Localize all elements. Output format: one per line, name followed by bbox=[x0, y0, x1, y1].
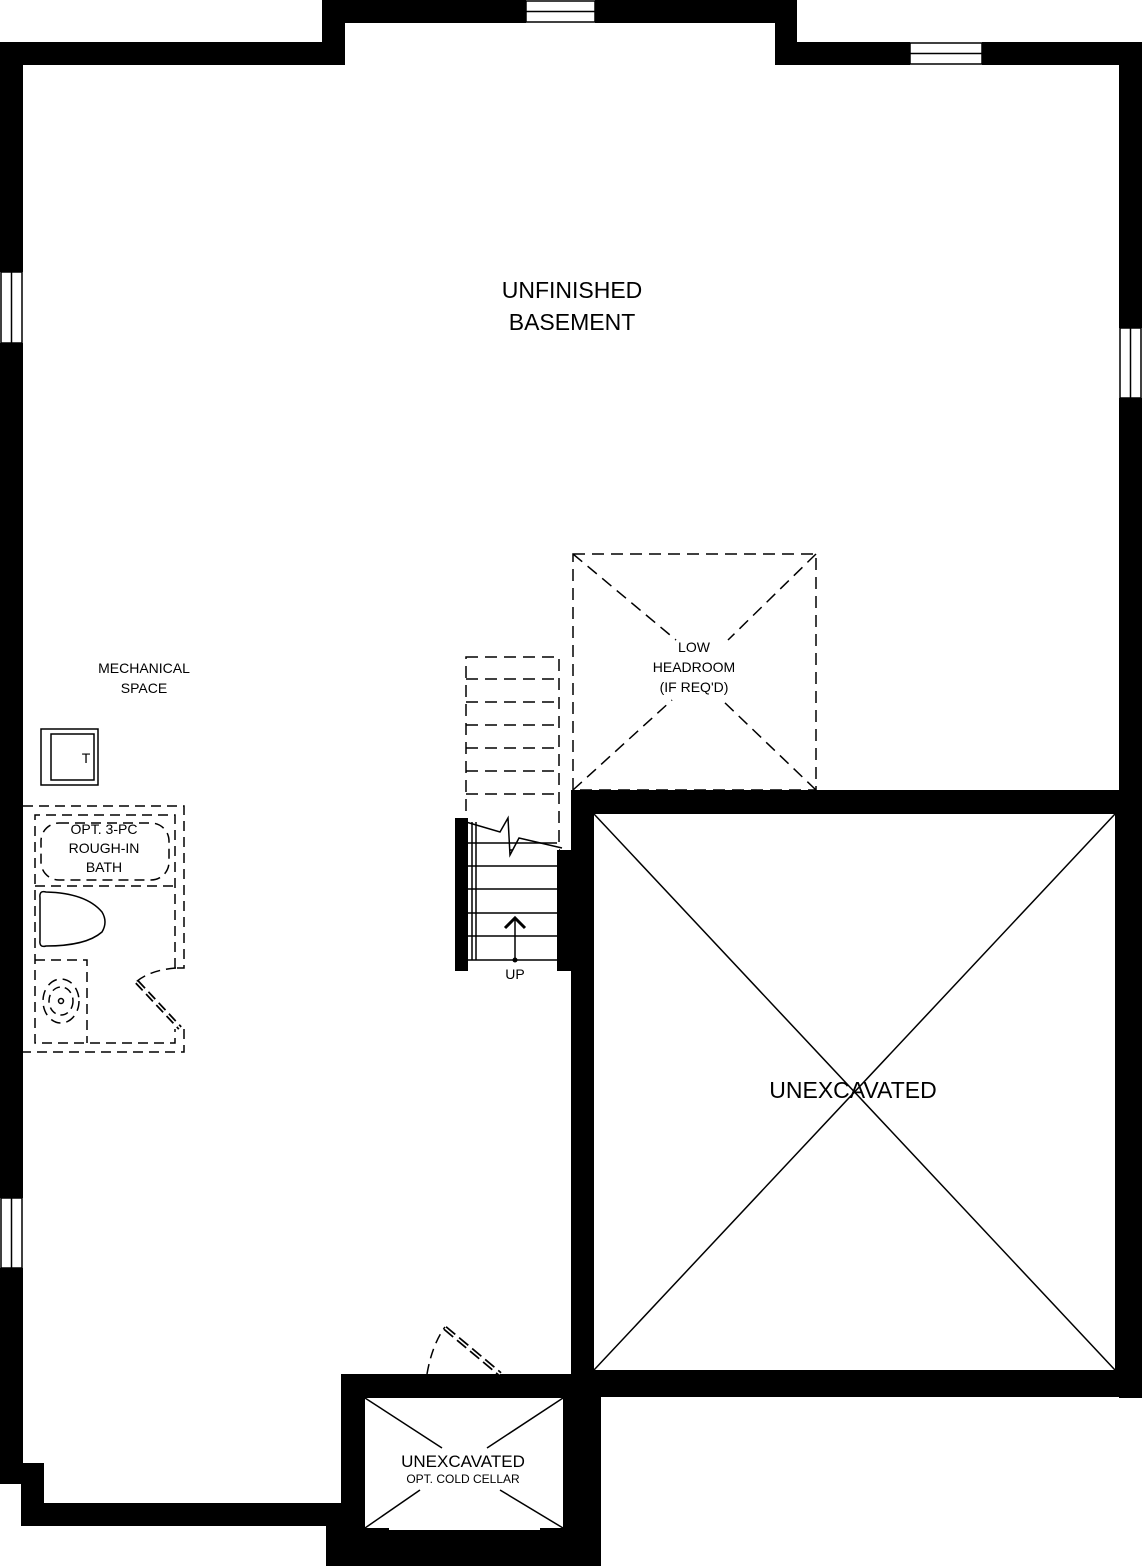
cellar-line-1: UNEXCAVATED bbox=[401, 1452, 525, 1471]
stair-up-arrow-icon bbox=[503, 915, 527, 963]
optional-bath bbox=[23, 805, 185, 1053]
bath-line-3: BATH bbox=[85, 859, 123, 875]
window-top-right bbox=[909, 42, 983, 65]
unexcavated-area bbox=[571, 790, 1142, 1397]
bath-line-1: OPT. 3-PC bbox=[70, 821, 138, 837]
bath-line-2: ROUGH-IN bbox=[68, 840, 140, 856]
windows bbox=[0, 0, 1142, 1269]
title-line-2: BASEMENT bbox=[508, 309, 636, 335]
mechanical-line-1: MECHANICAL bbox=[98, 660, 190, 676]
stair-up-label: UP bbox=[505, 966, 525, 982]
low-headroom-line-3: (IF REQ'D) bbox=[659, 679, 729, 695]
low-headroom-area bbox=[572, 553, 817, 791]
window-left-lower bbox=[0, 1197, 23, 1269]
water-tank bbox=[40, 728, 99, 786]
title-line-1: UNFINISHED bbox=[501, 277, 643, 303]
room-label-cold-cellar: UNEXCAVATED OPT. COLD CELLAR bbox=[383, 1452, 543, 1487]
window-left-upper bbox=[0, 271, 23, 344]
room-label-bath: OPT. 3-PC ROUGH-IN BATH bbox=[54, 820, 154, 877]
stairs bbox=[455, 656, 571, 971]
mechanical-line-2: SPACE bbox=[120, 680, 168, 696]
room-label-mechanical-space: MECHANICAL SPACE bbox=[84, 658, 204, 698]
cellar-line-2: OPT. COLD CELLAR bbox=[406, 1472, 520, 1487]
room-label-unexcavated: UNEXCAVATED bbox=[769, 1077, 937, 1103]
cold-cellar bbox=[326, 1326, 601, 1566]
tank-label: T bbox=[81, 750, 91, 766]
low-headroom-line-1: LOW bbox=[678, 639, 710, 655]
room-label-unfinished-basement: UNFINISHED BASEMENT bbox=[472, 274, 672, 338]
room-label-low-headroom: LOW HEADROOM (IF REQ'D) bbox=[634, 637, 754, 697]
bath-fixtures bbox=[39, 890, 182, 1030]
low-headroom-line-2: HEADROOM bbox=[652, 659, 736, 675]
window-top-center bbox=[525, 0, 596, 23]
window-right bbox=[1119, 327, 1142, 399]
